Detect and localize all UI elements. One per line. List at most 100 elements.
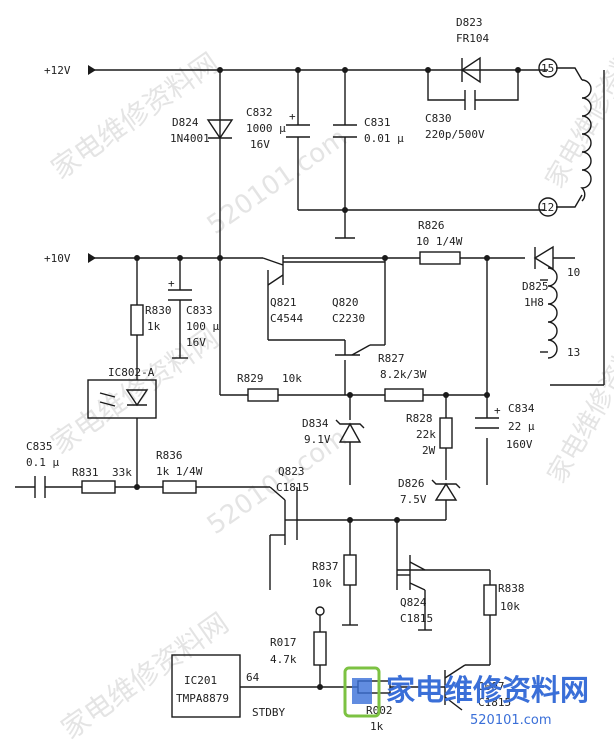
transistor-symbol-q821 [262, 255, 385, 286]
diode-symbol-d824 [206, 119, 234, 140]
label-c832-volt: 16V [250, 138, 270, 151]
label-q820-ref: Q820 [332, 296, 359, 309]
transistor-symbol-q820 [335, 340, 385, 356]
label-q821-ref: Q821 [270, 296, 297, 309]
label-d826-ref: D826 [398, 477, 425, 490]
resistor-symbol-r836 [162, 480, 197, 494]
watermark-url: 520101.com [202, 123, 353, 241]
label-c835-val: 0.1 µ [26, 456, 59, 469]
label-c834-ref: C834 [508, 402, 535, 415]
label-c833-ref: C833 [186, 304, 213, 317]
capacitor-symbol-c835 [34, 476, 46, 498]
label-r826-val: 10 1/4W [416, 235, 463, 248]
site-logo: 家电维修资料网 520101.com [343, 666, 589, 728]
arrow-12v [88, 65, 96, 75]
label-pin-13: 13 [567, 346, 580, 359]
resistor-symbol-r829 [247, 388, 279, 402]
arrow-10v [88, 253, 96, 263]
label-r828-ref: R828 [406, 412, 433, 425]
label-r829-ref: R829 [237, 372, 264, 385]
watermark-text: 家电维修资料网 [540, 21, 614, 194]
capacitor-symbol-c833: + [168, 277, 192, 301]
label-ic201-pin: 64 [246, 671, 260, 684]
transistor-symbol-q824 [397, 555, 426, 591]
label-r836-val: 1k 1/4W [156, 465, 203, 478]
label-r837-ref: R837 [312, 560, 339, 573]
label-ic802: IC802-A [108, 366, 155, 379]
capacitor-symbol-c834: + [475, 404, 501, 429]
svg-text:+: + [289, 110, 296, 123]
label-r002-val: 1k [370, 720, 384, 733]
resistor-symbol-r838 [483, 584, 497, 616]
label-r826-ref: R826 [418, 219, 445, 232]
label-c830-val: 220p/500V [425, 128, 485, 141]
transistor-symbol-q823 [269, 486, 297, 545]
zener-symbol-d826 [431, 479, 461, 501]
label-c832-val: 1000 µ [246, 122, 286, 135]
label-d823-val: FR104 [456, 32, 489, 45]
label-r827-val: 8.2k/3W [380, 368, 427, 381]
label-r831-val: 33k [112, 466, 132, 479]
capacitor-symbol-c830 [464, 90, 476, 110]
label-r838-val: 10k [500, 600, 520, 613]
label-r837-val: 10k [312, 577, 332, 590]
label-c834-val: 22 µ [508, 420, 535, 433]
label-r838-ref: R838 [498, 582, 525, 595]
logo-url: 520101.com [470, 713, 552, 728]
labels: +12V +10V D823 FR104 C830 220p/500V D824… [26, 16, 580, 733]
zener-symbol-d834 [335, 419, 365, 443]
label-c833-val: 100 µ [186, 320, 219, 333]
label-q821-val: C4544 [270, 312, 303, 325]
resistor-symbol-r017 [313, 606, 327, 666]
label-r828-val: 22k [416, 428, 436, 441]
resistor-symbol-r828 [439, 417, 453, 449]
label-stdby: STDBY [252, 706, 285, 719]
label-d834-val: 9.1V [304, 433, 331, 446]
optocoupler-symbol-ic802 [87, 379, 157, 419]
label-q007-ref: Q007 [478, 680, 505, 693]
label-q820-val: C2230 [332, 312, 365, 325]
capacitor-symbol-c831 [333, 124, 357, 138]
logo-text: 家电维修资料网 [386, 673, 589, 707]
capacitor-symbol-c832: + [286, 110, 310, 138]
label-r831-ref: R831 [72, 466, 99, 479]
label-d823-ref: D823 [456, 16, 483, 29]
watermark-layer: 家电维修资料网 520101.com 家电维修资料网 520101.com 家电… [45, 21, 614, 743]
label-pin-12: 12 [541, 201, 554, 214]
label-r830-val: 1k [147, 320, 161, 333]
resistor-symbol-r830 [130, 304, 144, 336]
pin-15-circle [538, 58, 558, 78]
label-d825-val: 1H8 [524, 296, 544, 309]
label-q824-val: C1815 [400, 612, 433, 625]
label-d824-ref: D824 [172, 116, 199, 129]
label-d825-ref: D825 [522, 280, 549, 293]
label-r828-watt: 2W [422, 444, 436, 457]
label-q007-val: C1815 [478, 696, 511, 709]
transformer-winding-top [580, 79, 592, 202]
wiring [15, 67, 605, 688]
label-c834-volt: 160V [506, 438, 533, 451]
transistor-symbol-q007 [444, 664, 490, 711]
label-pin-15: 15 [541, 62, 554, 75]
ic-symbol-ic201 [171, 654, 241, 718]
label-d826-val: 7.5V [400, 493, 427, 506]
svg-text:+: + [494, 404, 501, 417]
label-c835-ref: C835 [26, 440, 53, 453]
label-c831-val: 0.01 µ [364, 132, 404, 145]
label-q823-ref: Q823 [278, 465, 305, 478]
transformer-winding-bottom [547, 267, 558, 359]
svg-text:+: + [168, 277, 175, 290]
resistor-symbol-r837 [343, 554, 357, 586]
rail-label-10v: +10V [44, 252, 71, 265]
diode-symbol-d825 [533, 245, 554, 271]
label-c831-ref: C831 [364, 116, 391, 129]
logo-mark-icon [343, 666, 381, 718]
label-c830-ref: C830 [425, 112, 452, 125]
label-r017-ref: R017 [270, 636, 297, 649]
label-r017-val: 4.7k [270, 653, 297, 666]
label-ic201-val: TMPA8879 [176, 692, 229, 705]
label-r827-ref: R827 [378, 352, 405, 365]
label-d824-val: 1N4001 [170, 132, 210, 145]
label-r829-val: 10k [282, 372, 302, 385]
